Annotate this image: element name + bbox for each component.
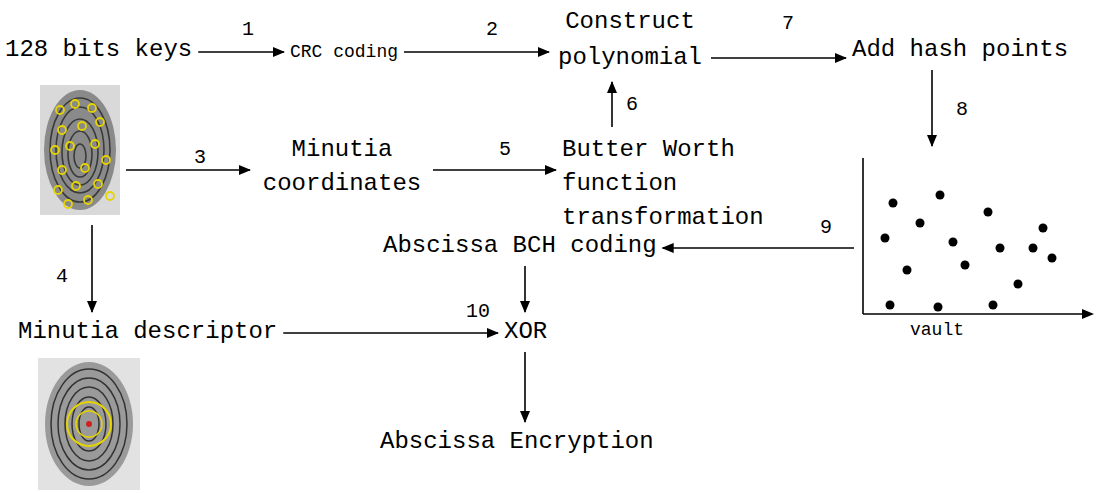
flow-arrow: [126, 169, 250, 171]
callout-number: 4: [54, 266, 70, 288]
process-text: Add hash points: [852, 36, 1068, 64]
flow-arrow: [524, 352, 526, 422]
node-label: 128 bits keys: [5, 36, 192, 64]
process-text: Construct polynomial: [555, 4, 705, 76]
flow-arrow: [711, 57, 846, 59]
fingerprint-image: [40, 85, 120, 215]
node-label: XOR: [504, 318, 547, 346]
operator-text: XOR: [504, 318, 547, 346]
fingerprint-image: [38, 358, 140, 490]
flow-arrow: [931, 70, 933, 146]
flow-arrow: [433, 169, 556, 171]
process-text: Abscissa BCH coding: [383, 232, 657, 260]
step-number: 6: [624, 94, 640, 116]
step-number: 2: [484, 19, 500, 41]
process-text: 128 bits keys: [5, 36, 192, 64]
flow-arrow: [611, 82, 613, 127]
plot-caption: vault: [910, 319, 964, 341]
node-label: Minutia coordinates: [257, 133, 427, 201]
flow-arrow: [663, 247, 854, 249]
flow-arrow: [404, 51, 549, 53]
node-label: Construct polynomial: [555, 4, 705, 76]
vault-plot: vault: [860, 152, 1096, 347]
node-label: Butter Worth function transformation: [562, 133, 772, 235]
process-text: Abscissa Encryption: [380, 428, 654, 456]
process-text: CRC coding: [290, 40, 398, 64]
process-text: Butter Worth function transformation: [562, 133, 772, 235]
node-label: Minutia descriptor: [18, 318, 277, 346]
process-text: Minutia descriptor: [18, 318, 277, 346]
node-label: Add hash points: [852, 36, 1068, 64]
step-number: 9: [818, 217, 834, 239]
step-number: 1: [240, 19, 256, 41]
process-text: Minutia coordinates: [257, 133, 427, 201]
step-number: 8: [954, 99, 970, 121]
flow-arrow: [283, 332, 498, 334]
node-label: Abscissa BCH coding: [383, 232, 657, 260]
node-label: CRC coding: [290, 40, 398, 64]
flow-arrow: [91, 225, 93, 312]
step-number: 10: [464, 301, 492, 323]
step-number: 7: [780, 13, 796, 35]
step-number: 5: [497, 139, 513, 161]
flow-arrow: [198, 51, 284, 53]
node-label: Abscissa Encryption: [380, 428, 654, 456]
callout-number: 3: [192, 147, 208, 169]
flow-arrow: [524, 266, 526, 312]
scatter-plot: [860, 152, 1096, 347]
